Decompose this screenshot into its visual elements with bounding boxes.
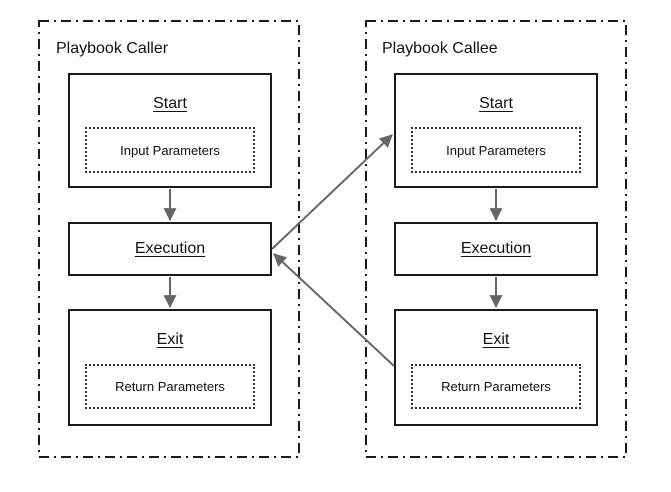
node-callee-execution-label: Execution [460, 240, 532, 257]
node-caller-execution-label: Execution [134, 240, 206, 257]
node-callee-exit: Exit Return Parameters [394, 309, 598, 426]
arrow-callee-exit-to-caller-execution [273, 253, 395, 367]
callee-input-parameters-box: Input Parameters [411, 127, 581, 173]
caller-return-parameters-box: Return Parameters [85, 364, 255, 409]
callee-return-parameters-box: Return Parameters [411, 364, 581, 409]
container-title-callee: Playbook Callee [382, 40, 498, 57]
node-callee-execution: Execution [394, 222, 598, 276]
node-callee-exit-label: Exit [482, 331, 510, 348]
node-caller-exit: Exit Return Parameters [68, 309, 272, 426]
container-title-caller: Playbook Caller [56, 40, 169, 57]
arrow-caller-execution-to-callee-start [271, 134, 393, 250]
node-caller-exit-label: Exit [156, 331, 184, 348]
node-caller-start-label: Start [153, 95, 187, 112]
node-callee-start-label: Start [479, 95, 513, 112]
node-caller-start: Start Input Parameters [68, 73, 272, 188]
node-callee-start: Start Input Parameters [394, 73, 598, 188]
caller-input-parameters-box: Input Parameters [85, 127, 255, 173]
node-caller-execution: Execution [68, 222, 272, 276]
